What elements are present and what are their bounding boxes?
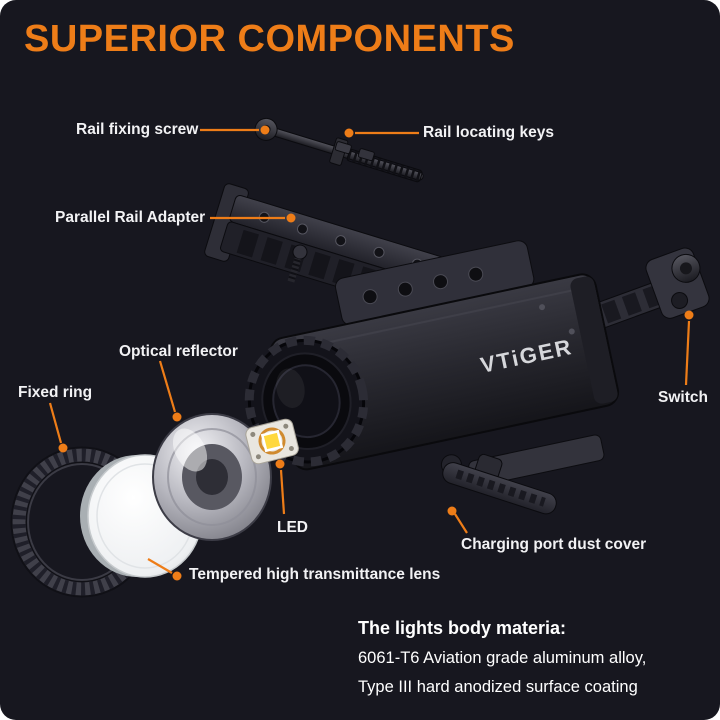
leader-charging-cover xyxy=(454,513,468,534)
dot-charging-cover xyxy=(447,506,457,516)
leader-tempered-lens xyxy=(147,558,173,574)
footer-text: The lights body materia: 6061-T6 Aviatio… xyxy=(358,618,646,707)
dot-rail-locating-keys xyxy=(344,128,354,138)
flashlight-body-graphic: VTiGER xyxy=(244,240,620,487)
label-fixed-ring: Fixed ring xyxy=(18,384,93,401)
leader-optical-reflector xyxy=(158,360,177,413)
dot-fixed-ring xyxy=(58,443,68,453)
leader-fixed-ring xyxy=(48,402,63,444)
label-parallel-rail-adapter: Parallel Rail Adapter xyxy=(55,209,206,226)
optical-reflector-graphic xyxy=(152,413,272,541)
leader-switch xyxy=(684,320,691,386)
label-switch: Switch xyxy=(658,389,708,406)
leader-lines xyxy=(48,128,691,574)
dot-parallel-rail-adapter xyxy=(286,213,296,223)
footer-line-1: 6061-T6 Aviation grade aluminum alloy, xyxy=(358,649,647,667)
label-optical-reflector: Optical reflector xyxy=(119,343,238,360)
label-tempered-lens: Tempered high transmittance lens xyxy=(189,566,441,583)
footer-line-2: Type III hard anodized surface coating xyxy=(358,678,638,696)
dot-tempered-lens xyxy=(172,571,182,581)
leader-led xyxy=(279,469,286,515)
label-rail-locating-keys: Rail locating keys xyxy=(423,124,554,141)
footer-heading: The lights body materia: xyxy=(358,618,567,638)
rail-fixing-screw-graphic xyxy=(254,117,424,183)
label-charging-port-dust-cover: Charging port dust cover xyxy=(461,536,647,553)
dot-rail-fixing-screw xyxy=(260,125,270,135)
page-title: SUPERIOR COMPONENTS xyxy=(24,18,515,60)
dot-led xyxy=(275,459,285,469)
charging-port-dust-cover-graphic xyxy=(440,453,557,515)
dot-optical-reflector xyxy=(172,412,182,422)
led-module-graphic xyxy=(245,418,299,465)
label-led: LED xyxy=(277,519,308,536)
small-screw-graphic xyxy=(287,244,308,283)
dot-switch xyxy=(684,310,694,320)
rail-locating-keys-graphic xyxy=(334,141,375,162)
leader-dots xyxy=(58,125,694,581)
label-rail-fixing-screw: Rail fixing screw xyxy=(76,121,199,138)
